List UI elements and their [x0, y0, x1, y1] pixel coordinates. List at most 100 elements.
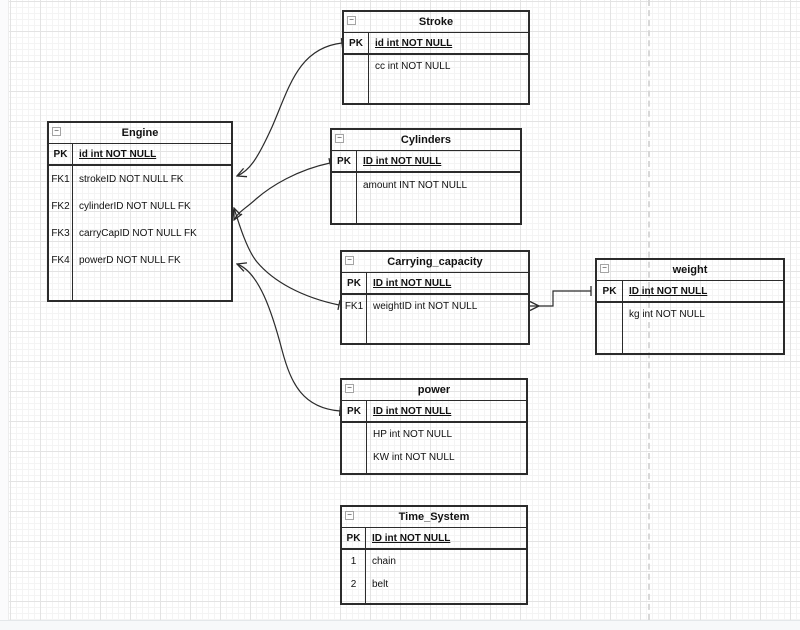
row-attribute-label: cc int NOT NULL	[375, 61, 451, 72]
table-body: PK id int NOT NULL FK1 strokeID NOT NULL FK…	[49, 144, 231, 300]
row-attribute-label: id int NOT NULL	[79, 148, 157, 160]
page-bottom-edge	[0, 620, 800, 630]
table-title: − Cylinders	[332, 130, 520, 151]
connector-power-to-engine[interactable]	[237, 264, 340, 411]
row-key-label: 2	[350, 579, 357, 590]
connector-carrying-capacity-to-engine[interactable]	[234, 208, 339, 305]
table-title: − Stroke	[344, 12, 528, 33]
table-body: PK ID int NOT NULL kg int NOT NULL	[597, 281, 783, 353]
row-key-label: PK	[53, 148, 68, 160]
key-column-divider	[366, 401, 367, 473]
table-title: − power	[342, 380, 526, 401]
row-attribute-label: HP int NOT NULL	[373, 429, 453, 440]
key-column-divider	[368, 33, 369, 103]
row-key-label: FK1	[344, 301, 364, 312]
table-row-attr[interactable]: FK1 strokeID NOT NULL FK	[49, 166, 231, 193]
row-key-label: PK	[347, 405, 361, 417]
row-attribute-label: ID int NOT NULL	[363, 155, 442, 167]
key-column-divider	[366, 273, 367, 343]
key-column-divider	[356, 151, 357, 223]
table-row-attr[interactable]: amount INT NOT NULL	[332, 173, 520, 197]
table-title-label: Cylinders	[400, 134, 452, 146]
connector-carrying-capacity-to-weight[interactable]	[530, 291, 591, 306]
table-title: − Carrying_capacity	[342, 252, 528, 273]
key-column-divider	[622, 281, 623, 353]
table-title-label: Time_System	[398, 511, 470, 523]
table-row-pk[interactable]: PK ID int NOT NULL	[332, 151, 520, 173]
collapse-icon[interactable]: −	[345, 384, 354, 393]
table-body: PK ID int NOT NULL 1 chain 2 belt	[342, 528, 526, 603]
table-row-attr[interactable]: 2 belt	[342, 573, 526, 596]
table-row-pk[interactable]: PK ID int NOT NULL	[597, 281, 783, 303]
collapse-icon[interactable]: −	[345, 511, 354, 520]
page-break-line	[648, 0, 650, 620]
table-title-label: Carrying_capacity	[387, 256, 483, 268]
row-attribute-label: id int NOT NULL	[375, 37, 453, 49]
connector-stroke-to-engine[interactable]	[237, 43, 342, 176]
table-row-pk[interactable]: PK ID int NOT NULL	[342, 401, 526, 423]
table-row-pk[interactable]: PK id int NOT NULL	[49, 144, 231, 166]
collapse-icon[interactable]: −	[52, 127, 61, 136]
table-title-label: weight	[672, 264, 708, 276]
table-title-label: Stroke	[418, 16, 454, 28]
table-row-pk[interactable]: PK ID int NOT NULL	[342, 528, 526, 550]
row-attribute-label: weightID int NOT NULL	[373, 301, 478, 312]
table-title-label: Engine	[121, 127, 159, 139]
connector-cylinders-to-engine[interactable]	[234, 163, 330, 220]
table-title: − Time_System	[342, 507, 526, 528]
row-attribute-label: KW int NOT NULL	[373, 451, 455, 463]
row-attribute-label: cylinderID NOT NULL FK	[79, 201, 191, 212]
row-attribute-label: amount INT NOT NULL	[363, 179, 468, 191]
collapse-icon[interactable]: −	[347, 16, 356, 25]
row-key-label: FK3	[51, 228, 70, 239]
row-attribute-label: ID int NOT NULL	[372, 532, 451, 544]
row-key-label: 1	[350, 556, 357, 567]
table-row-attr[interactable]: FK2 cylinderID NOT NULL FK	[49, 193, 231, 220]
row-attribute-label: ID int NOT NULL	[629, 285, 708, 297]
table-row-attr[interactable]: FK1 weightID int NOT NULL	[342, 295, 528, 318]
row-key-label: PK	[337, 155, 351, 167]
collapse-icon[interactable]: −	[600, 264, 609, 273]
table-title-label: power	[417, 384, 451, 396]
row-attribute-label: chain	[372, 556, 396, 567]
table-row-attr[interactable]: 1 chain	[342, 550, 526, 573]
table-row-pk[interactable]: PK ID int NOT NULL	[342, 273, 528, 295]
table-row-attr[interactable]: KW int NOT NULL	[342, 446, 526, 468]
row-key-label: PK	[346, 532, 361, 544]
table-row-attr[interactable]: FK3 carryCapID NOT NULL FK	[49, 220, 231, 247]
table-row-attr[interactable]: cc int NOT NULL	[344, 55, 528, 78]
row-attribute-label: carryCapID NOT NULL FK	[79, 228, 197, 239]
table-body: PK ID int NOT NULL FK1 weightID int NOT NUL…	[342, 273, 528, 343]
row-key-label: FK1	[51, 174, 70, 185]
row-key-label: PK	[347, 277, 361, 289]
collapse-icon[interactable]: −	[335, 134, 344, 143]
collapse-icon[interactable]: −	[345, 256, 354, 265]
row-attribute-label: strokeID NOT NULL FK	[79, 174, 184, 185]
row-key-label: FK2	[51, 201, 70, 212]
table-title: − Engine	[49, 123, 231, 144]
table-body: PK ID int NOT NULL HP int NOT NULL KW int N…	[342, 401, 526, 473]
row-attribute-label: ID int NOT NULL	[373, 405, 452, 417]
row-key-label: FK4	[51, 255, 70, 266]
row-attribute-label: ID int NOT NULL	[373, 277, 452, 289]
key-column-divider	[365, 528, 366, 603]
key-column-divider	[72, 144, 73, 300]
page-left-edge	[0, 0, 9, 620]
row-key-label: PK	[602, 285, 617, 297]
row-attribute-label: belt	[372, 579, 389, 590]
table-body: PK ID int NOT NULL amount INT NOT NULL	[332, 151, 520, 223]
table-row-attr[interactable]: kg int NOT NULL	[597, 303, 783, 326]
table-row-attr[interactable]: HP int NOT NULL	[342, 423, 526, 446]
